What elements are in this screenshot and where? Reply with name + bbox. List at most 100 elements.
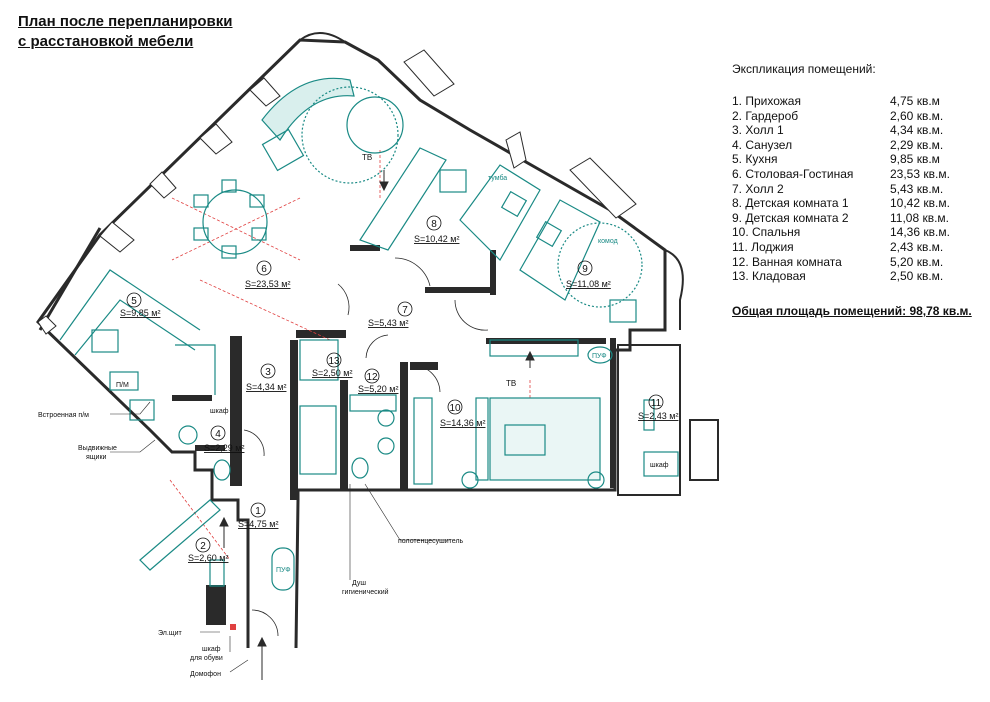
room-8-badge [426, 215, 442, 231]
plan-title-line-1: План после перепланировки [18, 13, 233, 30]
legend-room-name: 4. Санузел [732, 137, 793, 152]
dishwasher-label: П/М [116, 382, 129, 389]
wardrobe-label-wc: шкаф [210, 408, 229, 415]
legend-row: 6. Столовая-Гостиная 23,53 кв.м. [732, 167, 977, 182]
legend-room-area: 10,42 кв.м. [890, 196, 950, 211]
intercom-label: Домофон [190, 671, 221, 678]
legend-room-area: 14,36 кв.м. [890, 225, 950, 240]
room-13-area: S=2,50 м² [312, 368, 352, 378]
legend-total-area: Общая площадь помещений: 98,78 кв.м. [732, 303, 972, 318]
room-2-badge [195, 537, 211, 553]
room-2-area: S=2,60 м² [188, 553, 228, 563]
legend-room-name: 9. Детская комната 2 [732, 210, 849, 225]
legend-room-area: 2,43 кв.м. [890, 239, 944, 254]
legend-heading: Экспликация помещений: [732, 62, 876, 76]
entry-arrows [219, 170, 535, 680]
room-9-badge [577, 260, 593, 276]
plan-title: План после перепланировки с расстановкой… [18, 12, 232, 52]
plan-annotations: ТВ ТВ Встроенная п/м Выдвижные ящики П/М… [38, 153, 669, 678]
legend-row: 12. Ванная комната 5,20 кв.м. [732, 255, 977, 270]
room-12-number: 12 [366, 372, 378, 383]
room-1-number: 1 [255, 506, 261, 517]
room-13-number: 13 [328, 356, 340, 367]
legend-room-name: 10. Спальня [732, 225, 801, 240]
room-8-area: S=10,42 м² [414, 234, 459, 244]
tv-label-living: ТВ [362, 153, 372, 162]
room-legend: Экспликация помещений: 1. Прихожая 4,75 к… [732, 62, 977, 318]
legend-room-area: 4,34 кв.м. [890, 123, 944, 138]
wardrobe-label-loggia: шкаф [650, 462, 669, 469]
legend-room-area: 2,50 кв.м. [890, 269, 944, 284]
room-4-number: 4 [215, 429, 221, 440]
legend-room-area: 23,53 кв.м. [890, 166, 950, 181]
leader-lines [110, 401, 450, 673]
room-3-area: S=4,34 м² [246, 382, 286, 392]
room-12-area: S=5,20 м² [358, 384, 398, 394]
legend-room-name: 7. Холл 2 [732, 181, 784, 196]
shoe-cabinet-label-1: шкаф [202, 646, 221, 653]
balcony-projection [299, 32, 719, 496]
room-5-area: S=9,85 м² [120, 308, 160, 318]
legend-row: 7. Холл 2 5,43 кв.м. [732, 182, 977, 197]
room-7-area: S=5,43 м² [368, 318, 408, 328]
legend-room-area: 5,43 кв.м. [890, 181, 944, 196]
wall-fills [172, 245, 616, 625]
legend-room-area: 11,08 кв.м. [890, 210, 950, 225]
room-10-number: 10 [449, 403, 461, 414]
legend-row: 8. Детская комната 1 10,42 кв.м. [732, 196, 977, 211]
room-labels: 1 S=4,75 м² 2 S=2,60 м² 3 S=4,34 м² 4 S=… [120, 215, 678, 563]
room-13-badge [326, 352, 342, 368]
legend-room-name: 2. Гардероб [732, 108, 799, 123]
legend-room-area: 4,75 кв.м [890, 94, 940, 108]
shower-label-2: гигиенический [342, 588, 389, 596]
room-4-badge [210, 425, 226, 441]
legend-room-name: 6. Столовая-Гостиная [732, 166, 854, 181]
room-9-area: S=11,08 м² [566, 279, 611, 289]
legend-row: 3. Холл 1 4,34 кв.м. [732, 123, 977, 138]
legend-room-name: 3. Холл 1 [732, 123, 784, 138]
legend-room-name: 8. Детская комната 1 [732, 196, 849, 211]
builtin-dishwasher-label: Встроенная п/м [38, 412, 89, 419]
room-11-area: S=2,43 м² [638, 411, 678, 421]
room-10-area: S=14,36 м² [440, 418, 485, 428]
legend-room-area: 5,20 кв.м. [890, 254, 944, 269]
legend-room-name: 1. Прихожая [732, 94, 801, 108]
legend-room-name: 13. Кладовая [732, 269, 806, 284]
electrical-panel-label: Эл.щит [158, 630, 182, 637]
komod-label: комод [598, 238, 618, 245]
room-6-badge [256, 260, 272, 276]
legend-room-area: 2,60 кв.м. [890, 108, 944, 123]
towel-warmer-label: полотенцесушитель [398, 538, 464, 545]
legend-room-area: 9,85 кв.м [890, 152, 940, 167]
room-8-number: 8 [431, 219, 437, 230]
legend-room-name: 12. Ванная комната [732, 254, 842, 269]
legend-row: 13. Кладовая 2,50 кв.м. [732, 269, 977, 284]
room-6-number: 6 [261, 264, 267, 275]
plan-title-line-2: с расстановкой мебели [18, 33, 194, 50]
room-1-area: S=4,75 м² [238, 519, 278, 529]
room-2-number: 2 [200, 541, 206, 552]
room-7-badge [397, 301, 413, 317]
room-7-number: 7 [402, 305, 408, 316]
legend-room-area: 2,29 кв.м. [890, 137, 944, 152]
shower-label-1: Душ [352, 580, 366, 587]
room-11-number: 11 [651, 398, 662, 409]
room-9-number: 9 [582, 264, 588, 275]
room-5-badge [126, 292, 142, 308]
drawers-label-2: ящики [86, 454, 107, 461]
room-3-badge [260, 363, 276, 379]
room-12-badge [364, 368, 380, 384]
puf-label-bedroom: ПУФ [592, 353, 607, 360]
room-1-badge [250, 502, 266, 518]
legend-row: 2. Гардероб 2,60 кв.м. [732, 109, 977, 124]
room-6-area: S=23,53 м² [245, 279, 290, 289]
legend-row: 10. Спальня 14,36 кв.м. [732, 225, 977, 240]
room-5-number: 5 [131, 296, 137, 307]
room-3-number: 3 [265, 367, 271, 378]
legend-row: 9. Детская комната 2 11,08 кв.м. [732, 211, 977, 226]
tumba-label: тумба [488, 174, 507, 182]
room-11-badge [648, 394, 664, 410]
